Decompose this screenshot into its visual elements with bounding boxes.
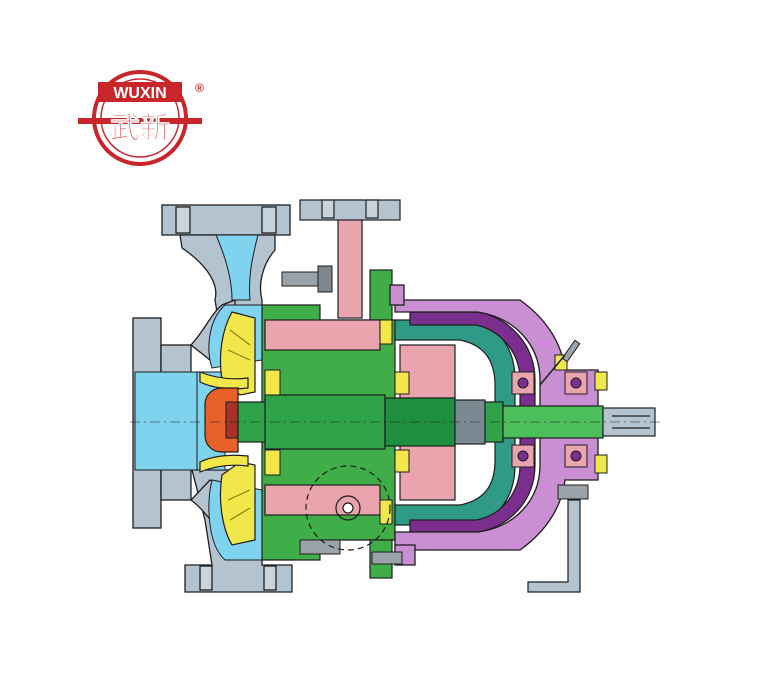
containment-shell [394,319,516,526]
logo-registered-mark: ® [195,81,204,95]
bracket-housing [261,199,401,579]
bearing-icon [511,371,588,468]
impeller-icon [199,311,256,546]
support-foot [527,499,581,593]
company-logo-icon: WUXIN 武新 ® [78,70,204,166]
bushing-rings [264,319,608,525]
drain-dial [305,465,391,551]
bolt-icon [281,265,589,565]
logo-brand-chinese: 武新 [110,111,170,146]
logo-brand-latin: WUXIN [113,85,166,102]
